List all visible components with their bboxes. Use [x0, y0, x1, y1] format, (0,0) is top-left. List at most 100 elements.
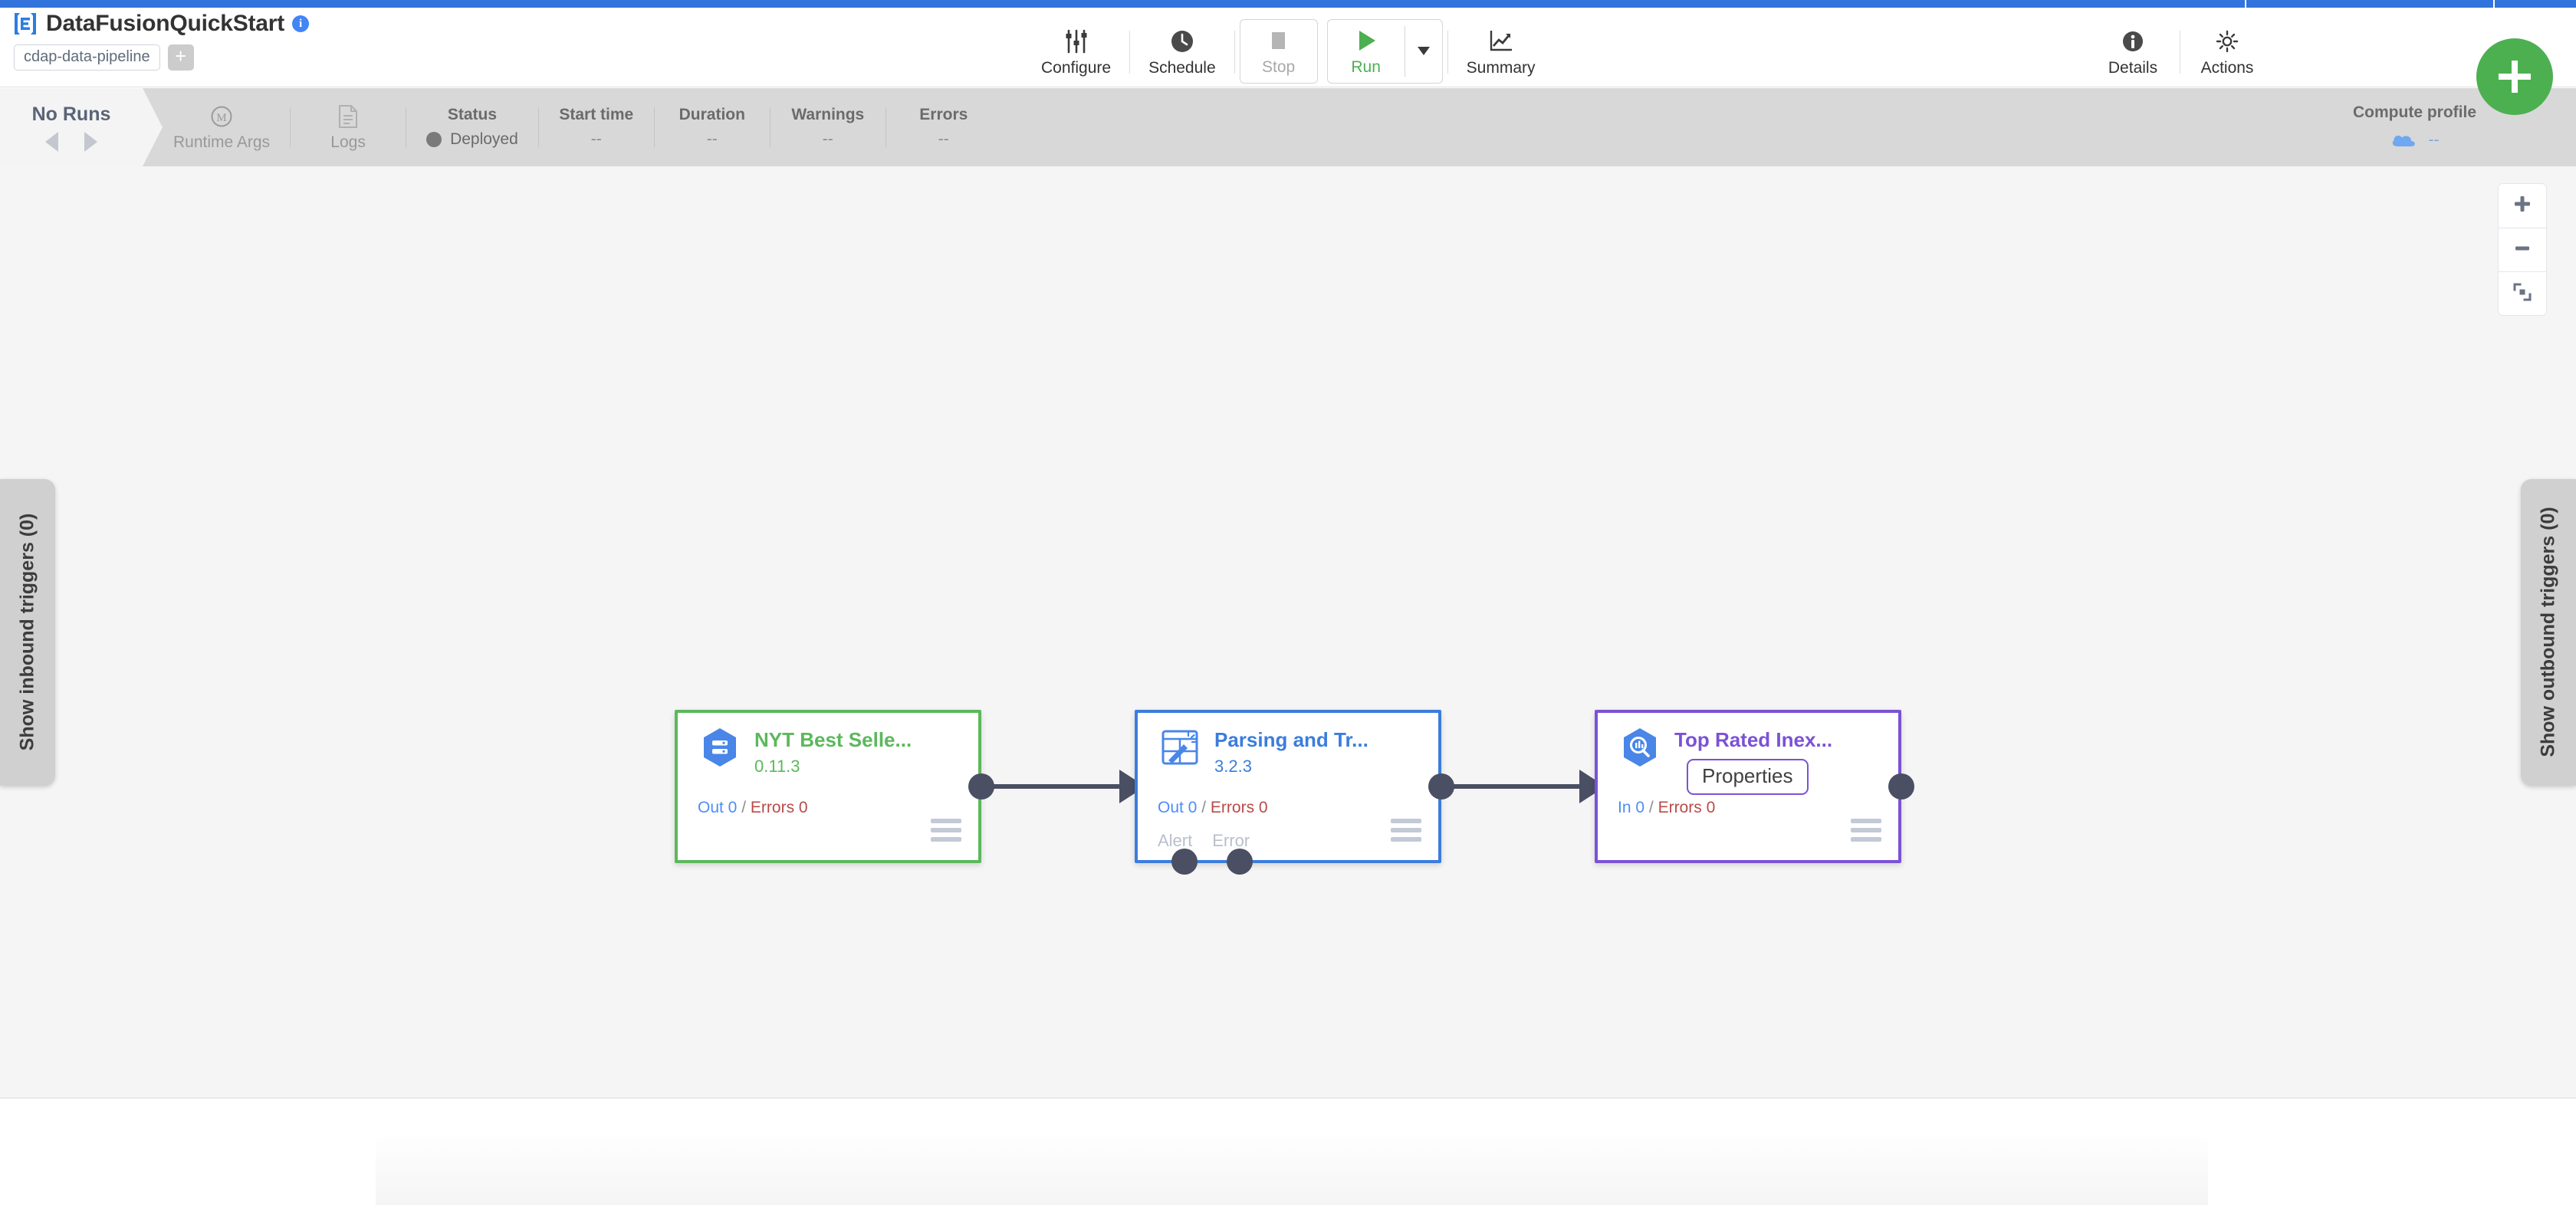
line-chart-icon: [1487, 26, 1516, 57]
show-outbound-triggers-tab[interactable]: Show outbound triggers (0): [2521, 478, 2576, 786]
zoom-out-button[interactable]: [2499, 228, 2546, 271]
summary-button[interactable]: Summary: [1453, 17, 1549, 87]
pipeline-node-source[interactable]: NYT Best Selle... 0.11.3 Out 0 / Errors …: [675, 710, 994, 863]
browser-accent-bar: [0, 0, 2576, 8]
artifact-type-chip[interactable]: cdap-data-pipeline: [14, 44, 160, 71]
status-badge: [426, 132, 442, 147]
errors-header: Errors: [919, 106, 968, 123]
add-plugin-fab-button[interactable]: [2476, 38, 2553, 115]
node-metrics: Out 0 / Errors 0: [698, 799, 808, 817]
start-time-header: Start time: [559, 106, 634, 123]
inbound-triggers-label: Show inbound triggers (0): [16, 513, 38, 751]
cloud-icon: [2390, 130, 2418, 152]
gear-icon: [2213, 26, 2242, 57]
hamburger-menu-icon[interactable]: [1391, 819, 1421, 846]
pipeline-canvas[interactable]: Show inbound triggers (0) Show outbound …: [0, 166, 2576, 1098]
outbound-triggers-label: Show outbound triggers (0): [2537, 507, 2559, 757]
compute-profile-metric[interactable]: Compute profile --: [2353, 88, 2476, 166]
warnings-header: Warnings: [791, 106, 865, 123]
runtime-args-button[interactable]: M Runtime Args: [153, 99, 290, 156]
configure-label: Configure: [1041, 58, 1112, 77]
runbar-divider: [537, 107, 539, 147]
actions-button[interactable]: Actions: [2185, 17, 2269, 87]
node-properties-tooltip[interactable]: Properties: [1687, 759, 1809, 795]
node-error-port[interactable]: [1227, 849, 1253, 875]
status-header: Status: [447, 106, 498, 123]
pipeline-node-transform[interactable]: Parsing and Tr... 3.2.3 Out 0 / Errors 0…: [1135, 710, 1454, 875]
hamburger-menu-icon[interactable]: [931, 819, 961, 846]
schedule-label: Schedule: [1148, 58, 1216, 77]
node-output-port[interactable]: [1888, 773, 1914, 800]
run-metrics-group: M Runtime Args: [153, 88, 1001, 166]
errors-metric: Errors --: [886, 99, 1001, 156]
actions-label: Actions: [2200, 58, 2254, 77]
runbar-divider: [290, 107, 291, 147]
info-circle-icon: [2119, 26, 2147, 57]
add-tag-button[interactable]: +: [167, 44, 194, 71]
node-in-count: In 0: [1618, 799, 1645, 816]
schedule-button[interactable]: Schedule: [1135, 17, 1230, 87]
info-icon[interactable]: i: [292, 15, 310, 32]
run-button-box[interactable]: Run: [1326, 19, 1443, 84]
show-inbound-triggers-tab[interactable]: Show inbound triggers (0): [0, 478, 55, 786]
node-metrics: Out 0 / Errors 0: [1158, 799, 1268, 817]
run-button[interactable]: Run: [1328, 20, 1405, 83]
compute-profile-header: Compute profile: [2353, 103, 2476, 121]
bigquery-search-icon: [1618, 725, 1662, 770]
fit-to-screen-button[interactable]: [2499, 271, 2546, 315]
node-port-labels: Alert Error: [1158, 831, 1250, 851]
pipeline-identity: DataFusionQuickStart i cdap-data-pipelin…: [12, 11, 310, 71]
node-metrics: In 0 / Errors 0: [1618, 799, 1715, 817]
node-error-count: Errors 0: [750, 799, 808, 816]
node-alert-port[interactable]: [1171, 849, 1198, 875]
toolbar-divider: [1129, 31, 1131, 74]
stop-button[interactable]: Stop: [1240, 20, 1317, 83]
pipeline-node-sink[interactable]: Top Rated Inex... Properties In 0 / Erro…: [1595, 710, 1914, 863]
configure-button[interactable]: Configure: [1027, 17, 1125, 87]
toolbar-divider: [1234, 31, 1235, 74]
start-time-metric: Start time --: [539, 99, 654, 156]
no-runs-tab[interactable]: No Runs: [0, 88, 143, 166]
node-title: NYT Best Selle...: [754, 728, 912, 751]
hamburger-menu-icon[interactable]: [1851, 819, 1881, 846]
error-port-label: Error: [1212, 831, 1250, 850]
node-output-port[interactable]: [1428, 773, 1454, 800]
connection-link-2[interactable]: [1449, 784, 1602, 789]
document-icon: [336, 103, 360, 130]
macro-m-icon: M: [209, 103, 235, 130]
caret-right-icon[interactable]: [84, 131, 97, 152]
logs-button[interactable]: Logs: [291, 99, 406, 156]
run-status-bar: No Runs M Runtime Args: [0, 88, 2576, 166]
warnings-value: --: [822, 130, 833, 148]
pipeline-toolbar: Configure Schedule Stop: [1027, 17, 1549, 87]
stop-label: Stop: [1262, 57, 1296, 76]
alert-port-label: Alert: [1158, 831, 1193, 850]
node-output-port[interactable]: [968, 773, 994, 800]
svg-text:M: M: [216, 112, 226, 124]
node-error-count: Errors 0: [1210, 799, 1268, 816]
bigquery-table-icon: [698, 725, 742, 770]
cdf-logo-icon: [12, 11, 38, 37]
run-options-button[interactable]: [1405, 20, 1442, 83]
stop-square-icon: [1267, 25, 1291, 56]
node-metric-separator: /: [741, 799, 747, 816]
node-metric-separator: /: [1648, 799, 1654, 816]
stop-button-box[interactable]: Stop: [1239, 19, 1318, 84]
connection-link-1[interactable]: [989, 784, 1142, 789]
zoom-in-button[interactable]: [2499, 184, 2546, 228]
caret-left-icon[interactable]: [45, 131, 58, 152]
details-button[interactable]: Details: [2091, 17, 2175, 87]
node-version: 0.11.3: [754, 757, 800, 776]
canvas-zoom-controls: [2498, 183, 2547, 316]
logs-label: Logs: [330, 133, 366, 151]
errors-value: --: [938, 130, 949, 148]
run-label: Run: [1351, 57, 1381, 76]
play-triangle-icon: [1353, 25, 1379, 56]
minus-icon: [2512, 238, 2532, 262]
status-value: Deployed: [450, 130, 518, 148]
no-runs-label: No Runs: [31, 103, 111, 125]
page-title: DataFusionQuickStart: [46, 11, 285, 36]
node-error-count: Errors 0: [1658, 799, 1716, 816]
pipeline-toolbar-right: Details Actions: [2091, 17, 2269, 87]
warnings-metric: Warnings --: [770, 99, 886, 156]
